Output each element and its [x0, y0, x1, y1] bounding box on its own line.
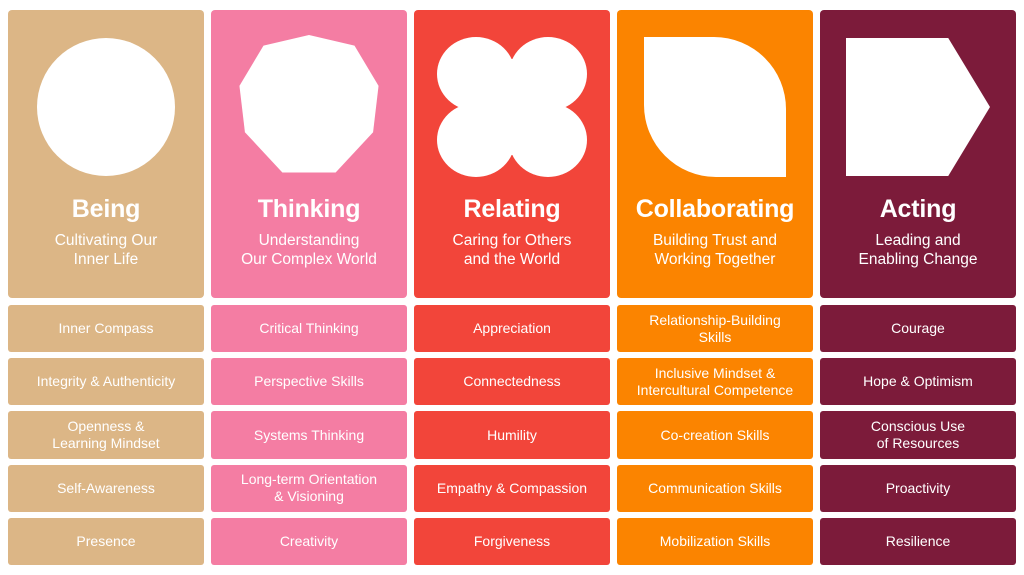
list-item[interactable]: Presence [8, 517, 204, 566]
list-item[interactable]: Openness &Learning Mindset [8, 411, 204, 459]
list-item[interactable]: Critical Thinking [211, 305, 407, 353]
glyph-container-acting [826, 32, 1010, 182]
list-item[interactable]: Integrity & Authenticity [8, 358, 204, 406]
list-item[interactable]: Communication Skills [617, 464, 813, 512]
list-item[interactable]: Humility [414, 411, 610, 459]
glyph-container-thinking [217, 32, 401, 182]
list-item[interactable]: Courage [820, 305, 1016, 353]
list-item[interactable]: Connectedness [414, 358, 610, 406]
column-title-acting: Acting [879, 195, 957, 223]
circle-icon [37, 38, 175, 176]
list-item[interactable]: Long-term Orientation& Visioning [211, 464, 407, 512]
column-title-being: Being [71, 195, 141, 223]
list-item[interactable]: Systems Thinking [211, 411, 407, 459]
four-petal-clover-icon [437, 37, 587, 177]
list-item[interactable]: Inner Compass [8, 305, 204, 353]
column-title-thinking: Thinking [257, 195, 361, 223]
column-title-collaborating: Collaborating [635, 195, 795, 223]
list-item[interactable]: Self-Awareness [8, 464, 204, 512]
glyph-container-relating [420, 32, 604, 182]
list-item[interactable]: Resilience [820, 517, 1016, 566]
list-item[interactable]: Appreciation [414, 305, 610, 353]
list-item[interactable]: Inclusive Mindset &Intercultural Compete… [617, 358, 813, 406]
leaf-icon [644, 37, 786, 177]
list-item[interactable]: Hope & Optimism [820, 358, 1016, 406]
right-pentagon-arrow-icon [846, 38, 990, 176]
glyph-container-being [14, 32, 198, 182]
list-item[interactable]: Co-creation Skills [617, 411, 813, 459]
nonagon-icon [239, 35, 379, 173]
list-item[interactable]: Forgiveness [414, 517, 610, 566]
column-title-relating: Relating [463, 195, 561, 223]
list-item[interactable]: Perspective Skills [211, 358, 407, 406]
list-item[interactable]: Mobilization Skills [617, 517, 813, 566]
glyph-container-collaborating [623, 32, 807, 182]
list-item[interactable]: Proactivity [820, 464, 1016, 512]
list-item[interactable]: Empathy & Compassion [414, 464, 610, 512]
list-item[interactable]: Creativity [211, 517, 407, 566]
